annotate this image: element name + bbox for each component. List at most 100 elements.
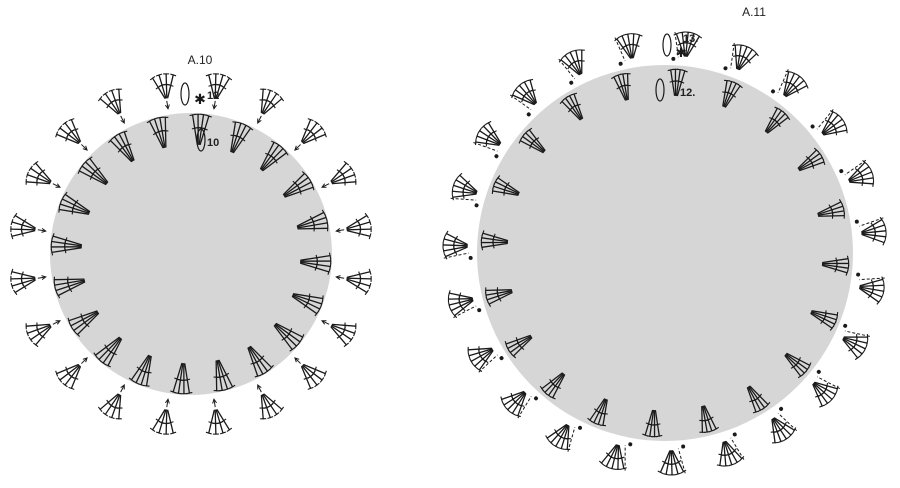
stitch-top — [545, 435, 550, 441]
stitch-symbol — [459, 174, 478, 192]
stitch-crossbar — [21, 218, 27, 225]
stitch-symbol — [30, 325, 52, 341]
stitch-group — [723, 42, 759, 71]
arrow-head — [321, 320, 327, 325]
slip-stitch-dot — [723, 66, 728, 71]
stitch-symbol — [485, 289, 512, 292]
stitch-symbol — [25, 323, 51, 327]
stitch-crossbar — [213, 376, 221, 378]
stitch-fan — [58, 191, 91, 215]
stitch-symbol — [478, 350, 494, 371]
stitch-symbol — [301, 122, 318, 143]
chain-dashed-line — [777, 412, 798, 432]
chain-dashed-line — [567, 427, 576, 452]
stitch-symbol — [507, 392, 526, 411]
stitch-top — [614, 36, 620, 42]
stitch-symbol — [230, 121, 237, 153]
stitch-symbol — [283, 176, 309, 196]
stitch-symbol — [274, 324, 298, 347]
stitch-top — [309, 179, 313, 186]
stitch-top — [349, 165, 354, 172]
stitch-top — [449, 307, 454, 314]
stitch-fan — [859, 216, 887, 246]
stitch-fan — [330, 160, 357, 186]
stitch-symbol — [262, 93, 278, 115]
stitch-crossbar — [532, 137, 540, 143]
stitch-crossbar — [298, 187, 302, 195]
stitch-top — [608, 467, 616, 470]
stitch-symbol — [494, 181, 520, 194]
chain-dashed-line — [859, 277, 885, 281]
stitch-group — [509, 78, 537, 117]
stitch-crossbar — [358, 229, 362, 237]
stitch-symbol — [568, 95, 583, 120]
stitch-top — [737, 83, 743, 89]
stitch-symbol — [118, 394, 122, 420]
chain-dashed-line — [443, 252, 469, 259]
stitch-top — [25, 178, 27, 185]
stitch-symbol — [259, 141, 275, 170]
stitch-top — [679, 31, 686, 34]
stitch-top — [882, 288, 885, 295]
stitch-top — [791, 71, 798, 76]
stitch-symbol — [785, 353, 809, 371]
stitch-group — [491, 175, 520, 196]
stitch-top — [598, 460, 605, 466]
stitch-crossbar — [303, 302, 309, 309]
stitch-symbol — [283, 181, 312, 197]
stitch-symbol — [107, 338, 123, 367]
stitch-symbol — [701, 406, 704, 433]
stitch-top — [163, 433, 170, 435]
stitch-symbol — [302, 127, 323, 144]
stitch-top — [570, 92, 578, 96]
stitch-symbol — [613, 76, 626, 101]
stitch-symbol — [783, 71, 790, 96]
stitch-group — [485, 287, 513, 307]
arrow-icon — [295, 358, 301, 364]
stitch-crossbar — [496, 287, 499, 295]
stitch-crossbar — [528, 89, 536, 92]
stitch-symbol — [861, 233, 887, 238]
stitch-crossbar — [577, 60, 585, 62]
stitch-symbol — [618, 445, 625, 470]
stitch-symbol — [81, 165, 108, 185]
asterisk-icon: ✱ — [194, 92, 206, 108]
stitch-top — [319, 125, 325, 131]
stitch-symbol — [670, 450, 673, 476]
stitch-symbol — [681, 31, 686, 57]
stitch-group — [810, 310, 839, 331]
inner-stitch-ring — [50, 113, 332, 395]
stitch-symbol — [296, 211, 325, 227]
stitch-symbol — [99, 393, 119, 410]
stitch-group — [335, 212, 372, 240]
slip-stitch-dot — [856, 272, 861, 277]
stitch-top — [138, 383, 145, 387]
stitch-top — [25, 330, 29, 337]
stitch-symbol — [674, 68, 677, 97]
stitch-symbol — [518, 84, 536, 105]
chain-dashed-line — [450, 197, 477, 201]
stitch-fan — [346, 212, 372, 240]
stitch-symbol — [300, 366, 312, 390]
stitch-symbol — [507, 335, 532, 350]
arrow-head — [165, 398, 170, 404]
stitch-crossbar — [554, 429, 559, 436]
stitch-top — [273, 412, 280, 417]
stitch-top — [368, 233, 372, 240]
stitch-symbol — [330, 162, 347, 182]
stitch-top — [472, 363, 478, 369]
stitch-top — [116, 132, 123, 136]
stitch-symbol — [811, 310, 838, 316]
stitch-top — [10, 219, 14, 226]
stitch-symbol — [197, 113, 199, 145]
slip-stitch-dot — [618, 61, 623, 66]
stitch-top — [276, 142, 282, 148]
stitch-symbol — [331, 174, 356, 184]
stitch-top — [205, 73, 212, 77]
stitch-symbol — [330, 325, 352, 341]
chain-dashed-line — [859, 217, 884, 227]
stitch-fan — [673, 31, 703, 58]
stitch-top — [280, 146, 286, 152]
stitch-top — [732, 44, 739, 47]
stitch-symbol — [766, 113, 786, 133]
